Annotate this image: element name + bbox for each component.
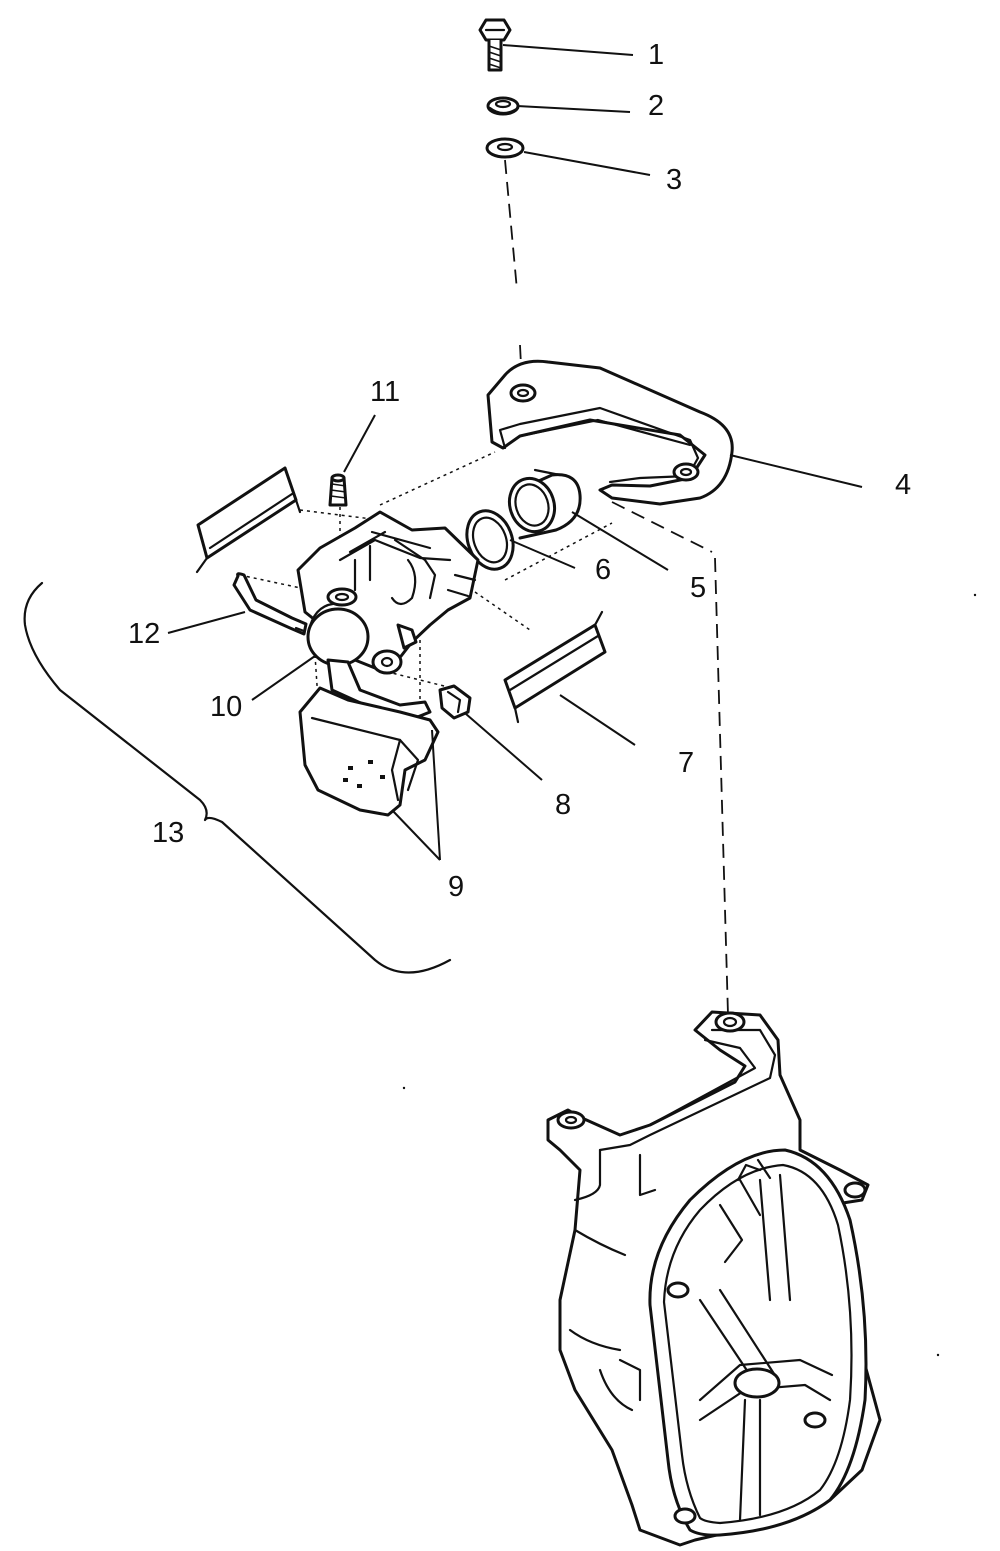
leader-11 <box>343 414 376 473</box>
callout-4: 4 <box>895 469 911 501</box>
callout-numbers: 1 2 3 4 5 6 7 8 9 10 11 12 13 <box>128 39 911 903</box>
bleeder-fitting <box>438 684 472 720</box>
bleed-screw <box>328 473 348 507</box>
pad-clip-upper <box>195 466 302 574</box>
leader-5 <box>571 511 669 571</box>
bolt <box>478 18 512 72</box>
leader-6 <box>509 539 576 569</box>
scan-dot <box>973 593 977 597</box>
leader-2 <box>516 105 631 113</box>
callout-7: 7 <box>678 747 694 779</box>
chaincase-housing <box>546 1010 882 1547</box>
leader-9b <box>431 729 441 861</box>
callout-11: 11 <box>370 376 400 408</box>
leader-1 <box>502 44 634 56</box>
caliper-body <box>296 510 480 675</box>
callout-1: 1 <box>648 39 664 71</box>
lock-washer <box>486 96 520 116</box>
callout-10: 10 <box>210 691 242 723</box>
brake-pads <box>298 658 440 817</box>
assembly-brace <box>23 581 452 974</box>
leader-7 <box>559 694 636 746</box>
callout-3: 3 <box>666 164 682 196</box>
pad-clip-lower <box>503 610 607 724</box>
brake-line <box>232 572 308 636</box>
leader-8 <box>465 713 543 781</box>
callout-13: 13 <box>152 817 184 849</box>
piston <box>507 468 582 540</box>
callout-5: 5 <box>690 572 706 604</box>
callout-6: 6 <box>595 554 611 586</box>
leader-9a <box>391 809 441 861</box>
leader-10 <box>251 655 316 701</box>
leader-lines <box>167 44 863 861</box>
scan-dot <box>402 1086 406 1090</box>
callout-2: 2 <box>648 90 664 122</box>
flat-washer <box>485 137 525 159</box>
piston-seal <box>465 509 515 571</box>
leader-3 <box>523 151 651 176</box>
callout-8: 8 <box>555 789 571 821</box>
callout-9: 9 <box>448 871 464 903</box>
leader-12 <box>167 611 246 634</box>
scan-dot <box>936 1353 940 1357</box>
leader-4 <box>729 454 863 488</box>
callout-12: 12 <box>128 618 160 650</box>
caliper-bracket <box>486 359 734 506</box>
